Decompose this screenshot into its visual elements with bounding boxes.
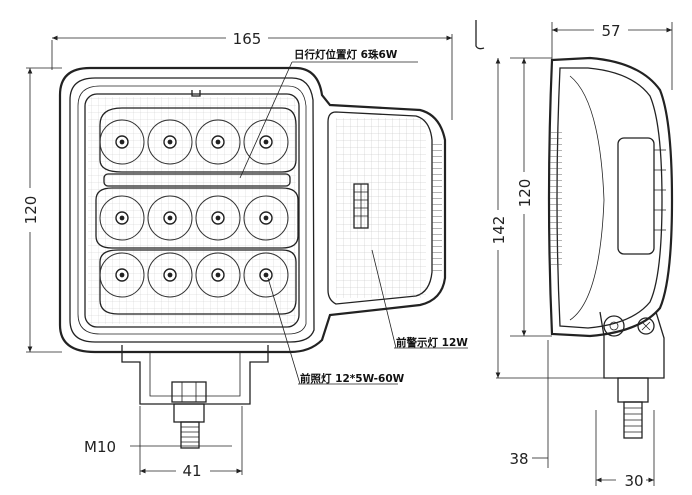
- side-nut: [617, 377, 649, 403]
- side-bracket: [599, 311, 665, 379]
- dim-width-165: 165: [233, 30, 262, 48]
- led-emitter: [147, 119, 193, 165]
- dim-total-142: 142: [490, 216, 508, 245]
- side-indicator-window: [617, 137, 655, 255]
- dim-offset-38: 38: [509, 450, 528, 468]
- dim-bracket-30: 30: [624, 472, 643, 490]
- led-emitter: [147, 252, 193, 298]
- led-emitter: [243, 195, 289, 241]
- front-nut: [171, 381, 207, 403]
- indicator-fins: [432, 140, 442, 276]
- dim-bolt-41: 41: [182, 462, 201, 480]
- dim-height-120: 120: [22, 196, 40, 225]
- side-dimensions: 57 120 142 38 30: [490, 22, 673, 490]
- led-emitter: [99, 195, 145, 241]
- led-row-top: [99, 107, 297, 173]
- led-emitter: [147, 195, 193, 241]
- led-emitter: [195, 195, 241, 241]
- bolt-size-label: M10: [84, 438, 116, 456]
- led-emitters: [99, 119, 289, 298]
- led-emitter: [195, 252, 241, 298]
- front-bolt-thread: [180, 421, 200, 449]
- led-emitter: [99, 252, 145, 298]
- front-bracket: [121, 345, 269, 405]
- callout-indicator: 前警示灯 12W: [396, 336, 468, 349]
- led-emitter: [195, 119, 241, 165]
- side-view: [547, 56, 674, 439]
- led-row-middle: [95, 187, 299, 249]
- callouts: 日行灯位置灯 6珠6W 前警示灯 12W 前照灯 12*5W-60W: [239, 48, 468, 385]
- dim-side-120: 120: [516, 179, 534, 208]
- front-housing-outline: [58, 66, 447, 354]
- front-housing-inner: [69, 77, 315, 343]
- dim-depth-57: 57: [601, 22, 620, 40]
- edge-fragment: [475, 20, 485, 50]
- callout-main-beam: 前照灯 12*5W-60W: [300, 372, 405, 385]
- front-view: [58, 66, 447, 449]
- callout-drl: 日行灯位置灯 6珠6W: [294, 48, 398, 61]
- led-emitter: [243, 252, 289, 298]
- front-dimensions: 165 120 41 M10: [22, 30, 453, 480]
- drl-strip: [103, 173, 291, 187]
- side-housing-outline: [547, 56, 674, 338]
- led-emitter: [99, 119, 145, 165]
- led-row-bottom: [99, 249, 297, 315]
